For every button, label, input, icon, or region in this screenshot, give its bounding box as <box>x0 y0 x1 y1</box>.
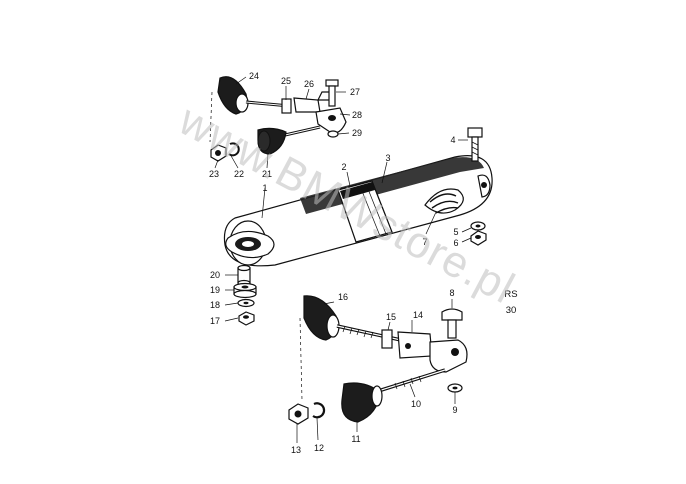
rubber-buffer-16 <box>303 295 340 341</box>
lock-washer-12 <box>312 402 326 419</box>
washer-9 <box>447 383 463 393</box>
washer-5 <box>470 221 486 231</box>
callout-17: 17 <box>210 316 220 326</box>
lock-washer-22 <box>228 142 240 157</box>
rubber-mount-19 <box>233 282 257 299</box>
callout-numbers: 1 2 3 4 5 6 7 8 9 10 11 12 13 14 15 16 1… <box>209 71 459 455</box>
callout-26: 26 <box>304 79 314 89</box>
rubber-buffer-21 <box>257 125 321 155</box>
bolt-27 <box>325 79 339 107</box>
callout-leaders <box>214 76 472 443</box>
bolt-8 <box>441 308 463 339</box>
bolt-4 <box>467 127 483 162</box>
callout-2: 2 <box>341 162 346 172</box>
washer-18 <box>237 298 255 308</box>
nut-13 <box>288 403 309 425</box>
callout-4: 4 <box>450 135 455 145</box>
callout-22: 22 <box>234 169 244 179</box>
rubber-buffer-11 <box>341 368 446 423</box>
callout-20: 20 <box>210 270 220 280</box>
nut-17 <box>238 311 255 326</box>
bracket-14 <box>397 331 468 373</box>
callout-21: 21 <box>262 169 272 179</box>
callout-12: 12 <box>314 443 324 453</box>
rod-25 <box>245 98 292 114</box>
rubber-buffer-24 <box>217 76 249 115</box>
group-code-line-2: 30 <box>506 305 517 316</box>
callout-29: 29 <box>352 128 362 138</box>
callout-28: 28 <box>352 110 362 120</box>
callout-3: 3 <box>385 153 390 163</box>
callout-8: 8 <box>449 288 454 298</box>
callout-25: 25 <box>281 76 291 86</box>
callout-9: 9 <box>452 405 457 415</box>
callout-5: 5 <box>453 227 458 237</box>
callout-10: 10 <box>411 399 421 409</box>
callout-1: 1 <box>262 183 267 193</box>
callout-15: 15 <box>386 312 396 322</box>
callout-6: 6 <box>453 238 458 248</box>
callout-11: 11 <box>351 434 360 444</box>
muffler-body <box>223 155 493 267</box>
group-code-line-1: RS <box>504 289 517 300</box>
nut-6 <box>470 230 487 246</box>
callout-24: 24 <box>249 71 259 81</box>
spacer-20 <box>237 264 251 287</box>
rod-15 <box>336 324 411 349</box>
callout-18: 18 <box>210 300 220 310</box>
callout-7: 7 <box>422 237 427 247</box>
callout-23: 23 <box>209 169 219 179</box>
bracket-26-28 <box>293 91 347 134</box>
nut-23 <box>210 144 227 162</box>
washer-29 <box>327 130 339 138</box>
callout-14: 14 <box>413 310 423 320</box>
callout-16: 16 <box>338 292 348 302</box>
callout-27: 27 <box>350 87 360 97</box>
callout-19: 19 <box>210 285 220 295</box>
callout-13: 13 <box>291 445 301 455</box>
